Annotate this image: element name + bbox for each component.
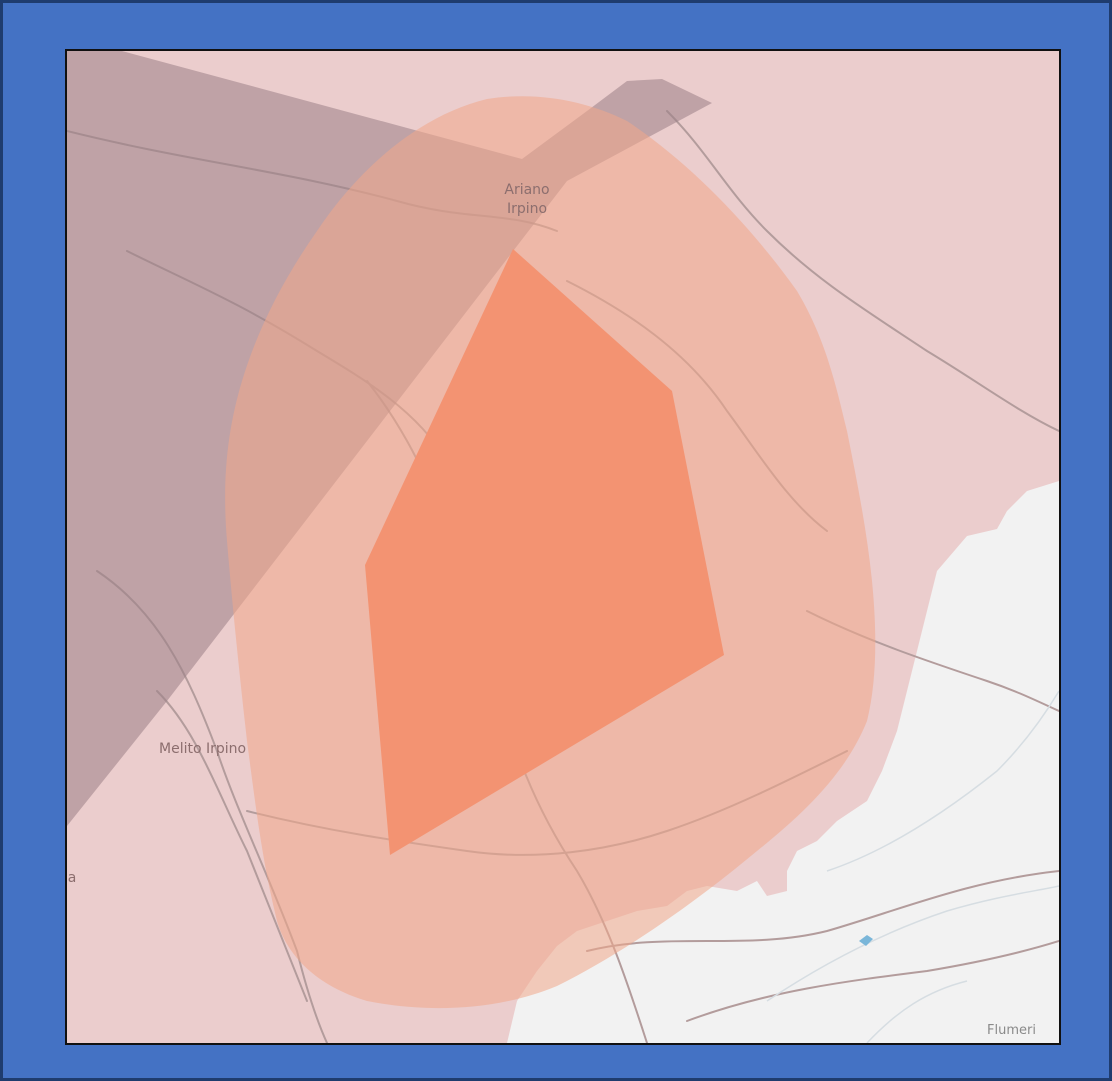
road-network-outside: [766, 690, 1059, 1043]
place-label-line: Irpino: [506, 201, 548, 217]
place-label-melito-irpino: Melito Irpino: [159, 741, 247, 757]
map-panel[interactable]: Ariano Irpino Melito Irpino Flumeri a: [65, 49, 1061, 1045]
water-body: [859, 935, 873, 946]
overlay-zone: [67, 51, 712, 826]
place-label-flumeri: Flumeri: [987, 1023, 1036, 1038]
place-label-partial: a: [67, 870, 77, 886]
core-zone: [365, 249, 724, 855]
map-canvas: [67, 51, 1059, 1043]
place-label-line: Ariano: [504, 182, 550, 198]
place-label-ariano-irpino: Ariano Irpino: [487, 181, 567, 219]
